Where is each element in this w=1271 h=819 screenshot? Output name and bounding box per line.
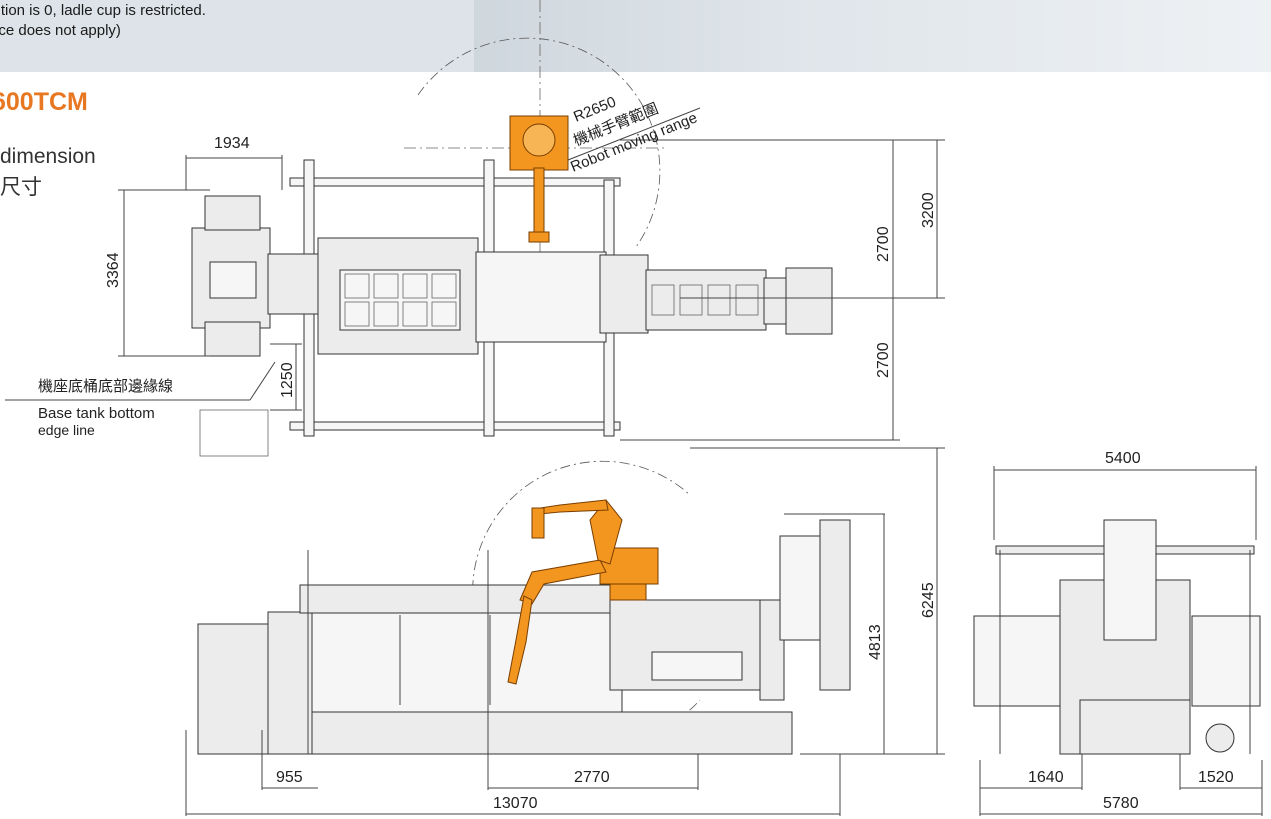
dim-top-offset: 1250 bbox=[279, 362, 296, 398]
base-frame-side bbox=[311, 711, 793, 755]
base-edge-label-en-2: edge line bbox=[38, 422, 95, 438]
dim-end-bottom-a: 1640 bbox=[1028, 769, 1064, 786]
injection-panel bbox=[209, 261, 257, 299]
dim-side-total: 13070 bbox=[493, 795, 538, 812]
guard-rail-bottom bbox=[289, 421, 621, 431]
clamp-cylinder-side bbox=[651, 651, 743, 681]
end-panel-left bbox=[973, 615, 1065, 707]
robot-arm-top bbox=[533, 167, 545, 235]
clamp-cylinder-cells bbox=[651, 284, 759, 316]
dim-end-bottom-b: 1520 bbox=[1198, 769, 1234, 786]
end-accumulator bbox=[1103, 519, 1157, 641]
platen-stack bbox=[339, 269, 461, 331]
end-view-dimensions: 5400 1640 1520 5780 bbox=[979, 450, 1263, 816]
header-band-left bbox=[0, 0, 474, 72]
accumulator-column bbox=[819, 519, 851, 691]
header-band bbox=[0, 0, 1271, 72]
ejector-unit bbox=[785, 267, 833, 335]
end-base bbox=[1079, 699, 1191, 755]
clamp-cylinder bbox=[645, 269, 767, 331]
robot-range-arc-top bbox=[417, 37, 661, 248]
dim-side-height-b: 6245 bbox=[920, 582, 937, 618]
dim-top-right-b: 3200 bbox=[920, 192, 937, 228]
platen-grid bbox=[344, 273, 457, 327]
base-tank-box bbox=[199, 409, 269, 457]
dim-top-right-a: 2700 bbox=[875, 226, 892, 262]
end-motor bbox=[1205, 723, 1235, 753]
robot-wrist-top bbox=[528, 231, 550, 243]
guard-panels bbox=[311, 611, 623, 713]
note-line-1: sition is 0, ladle cup is restricted. bbox=[0, 2, 206, 19]
injection-connector bbox=[267, 253, 319, 315]
robot-forearm-down bbox=[507, 595, 533, 685]
robot-upper-arm bbox=[589, 499, 623, 565]
robot-lower-arm bbox=[519, 559, 607, 605]
power-cabinet bbox=[197, 623, 269, 755]
top-view bbox=[191, 0, 833, 457]
dim-end-width: 5400 bbox=[1105, 450, 1141, 467]
end-panel-right bbox=[1191, 615, 1261, 707]
top-view-dimensions: 1934 3364 1250 2700 3200 2700 bbox=[105, 135, 945, 441]
side-view-dimensions: 4813 6245 955 2770 13070 bbox=[185, 447, 945, 816]
die-area bbox=[475, 251, 607, 343]
rear-platen bbox=[763, 277, 787, 325]
header-band-right bbox=[474, 0, 1271, 72]
robot-pedestal bbox=[609, 583, 647, 601]
dimension-heading-zh: 尺寸 bbox=[0, 176, 42, 199]
guard-rail-top bbox=[289, 177, 621, 187]
dim-top-height: 3364 bbox=[105, 252, 122, 288]
robot-range-arc-side bbox=[472, 460, 691, 611]
moving-platen bbox=[599, 254, 649, 334]
motor-bottom bbox=[204, 321, 261, 357]
side-view bbox=[197, 460, 851, 755]
motor-top bbox=[204, 195, 261, 231]
note-line-2: ace does not apply) bbox=[0, 22, 121, 39]
base-edge-label-en-1: Base tank bottom bbox=[38, 405, 155, 422]
dimension-heading-en: dimension bbox=[0, 145, 96, 168]
base-edge-label-zh: 機座底桶底部邊緣線 bbox=[38, 378, 173, 395]
dim-top-width: 1934 bbox=[214, 135, 250, 152]
dim-side-bottom-b: 2770 bbox=[574, 769, 610, 786]
top-frame-side bbox=[299, 584, 611, 614]
end-view bbox=[973, 519, 1261, 755]
dim-side-height-a: 4813 bbox=[867, 624, 884, 660]
model-title: 600TCM bbox=[0, 88, 88, 116]
dim-top-right-c: 2700 bbox=[875, 342, 892, 378]
robot-gripper bbox=[531, 507, 545, 539]
dim-end-total: 5780 bbox=[1103, 795, 1139, 812]
robot-turntable-top bbox=[522, 123, 556, 157]
injection-side bbox=[267, 611, 319, 755]
robot-range-label: R2650 機械手臂範圍 Robot moving range bbox=[567, 93, 701, 176]
dim-side-bottom-a: 955 bbox=[276, 769, 303, 786]
base-tank-label: 機座底桶底部邊緣線 Base tank bottom edge line bbox=[5, 361, 276, 438]
